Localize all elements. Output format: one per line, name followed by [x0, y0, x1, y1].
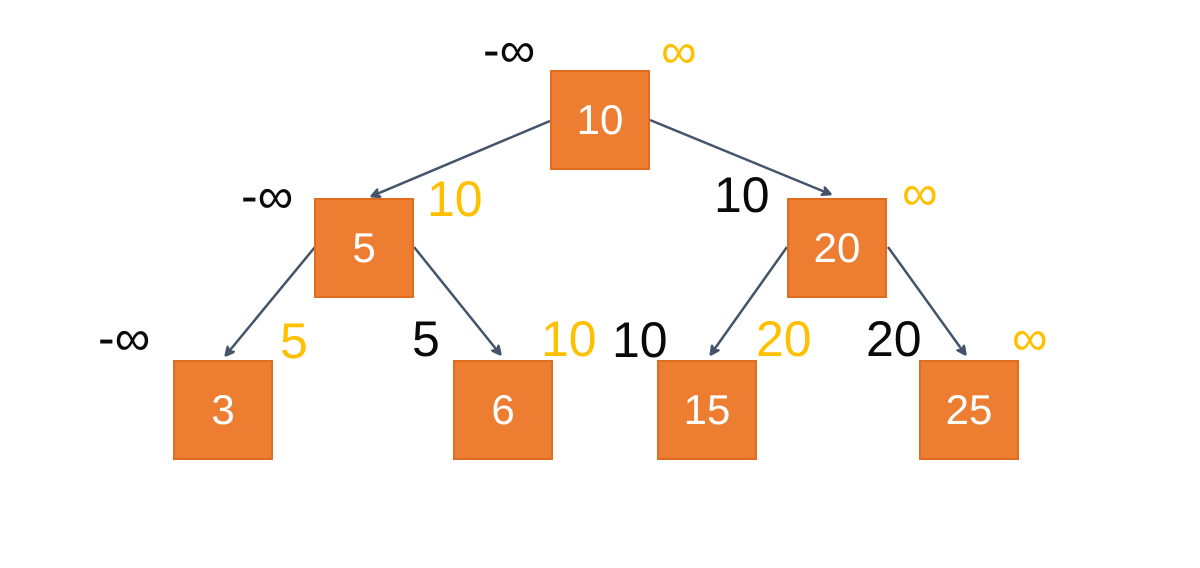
node-25-max-bound: ∞ — [1012, 310, 1048, 366]
node-6-value: 6 — [491, 386, 515, 433]
tree-node-10: 10 — [550, 70, 650, 170]
node-15-min-bound: 10 — [612, 312, 668, 368]
node-15-value: 15 — [683, 386, 731, 433]
node-20-min-bound: 10 — [714, 167, 770, 223]
node-20-value: 20 — [813, 224, 861, 271]
node-3-max-bound: 5 — [280, 313, 308, 369]
node-10-min-bound: -∞ — [483, 22, 536, 78]
tree-node-15: 15 — [657, 360, 757, 460]
node-5-max-bound: 10 — [427, 171, 483, 227]
node-10-value: 10 — [576, 96, 624, 143]
node-25-min-bound: 20 — [866, 311, 922, 367]
node-25-value: 25 — [945, 386, 993, 433]
node-15-max-bound: 20 — [756, 311, 812, 367]
node-10-max-bound: ∞ — [661, 23, 697, 79]
node-5-min-bound: -∞ — [241, 168, 294, 224]
node-3-min-bound: -∞ — [98, 310, 151, 366]
node-5-value: 5 — [352, 224, 376, 271]
tree-node-5: 5 — [314, 198, 414, 298]
node-6-max-bound: 10 — [541, 311, 597, 367]
node-3-value: 3 — [211, 386, 235, 433]
tree-node-25: 25 — [919, 360, 1019, 460]
node-6-min-bound: 5 — [412, 311, 440, 367]
node-20-max-bound: ∞ — [902, 165, 938, 221]
tree-node-6: 6 — [453, 360, 553, 460]
tree-node-3: 3 — [173, 360, 273, 460]
tree-node-20: 20 — [787, 198, 887, 298]
